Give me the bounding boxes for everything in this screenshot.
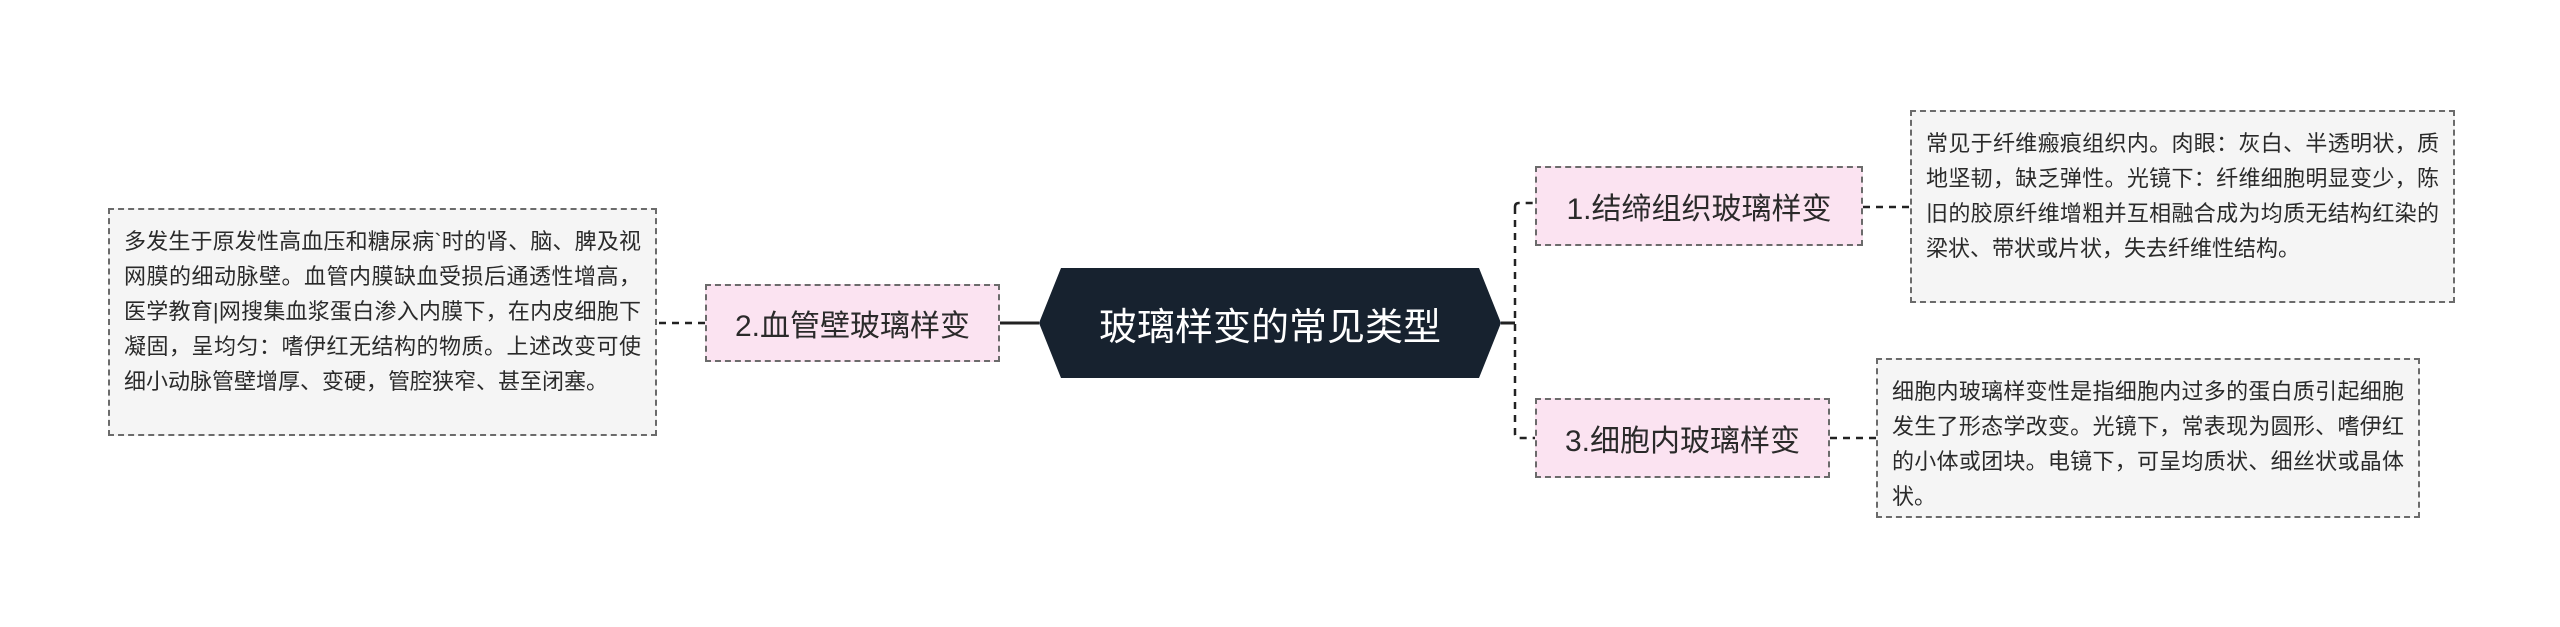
- detail-intracellular-hyaline: 细胞内玻璃样变性是指细胞内过多的蛋白质引起细胞发生了形态学改变。光镜下，常表现为…: [1876, 358, 2420, 518]
- branch-label: 1.结缔组织玻璃样变: [1566, 193, 1832, 226]
- branch-vascular-wall-hyaline[interactable]: 2.血管壁玻璃样变: [705, 284, 1000, 362]
- center-topic-shape: [1039, 268, 1501, 378]
- detail-vascular-wall-hyaline: 多发生于原发性高血压和糖尿病`时的肾、脑、脾及视网膜的细动脉壁。血管内膜缺血受损…: [108, 208, 657, 436]
- center-topic-label: 玻璃样变的常见类型: [1098, 306, 1441, 349]
- branch-intracellular-hyaline[interactable]: 3.细胞内玻璃样变: [1535, 398, 1830, 478]
- detail-connective-tissue-hyaline: 常见于纤维瘢痕组织内。肉眼：灰白、半透明状，质地坚韧，缺乏弹性。光镜下：纤维细胞…: [1910, 110, 2455, 303]
- branch-label: 2.血管壁玻璃样变: [734, 310, 971, 343]
- center-topic[interactable]: 玻璃样变的常见类型: [1039, 268, 1501, 378]
- connector-right-trunk: [1513, 201, 1535, 440]
- branch-connective-tissue-hyaline[interactable]: 1.结缔组织玻璃样变: [1535, 166, 1863, 246]
- branch-label: 3.细胞内玻璃样变: [1564, 425, 1801, 458]
